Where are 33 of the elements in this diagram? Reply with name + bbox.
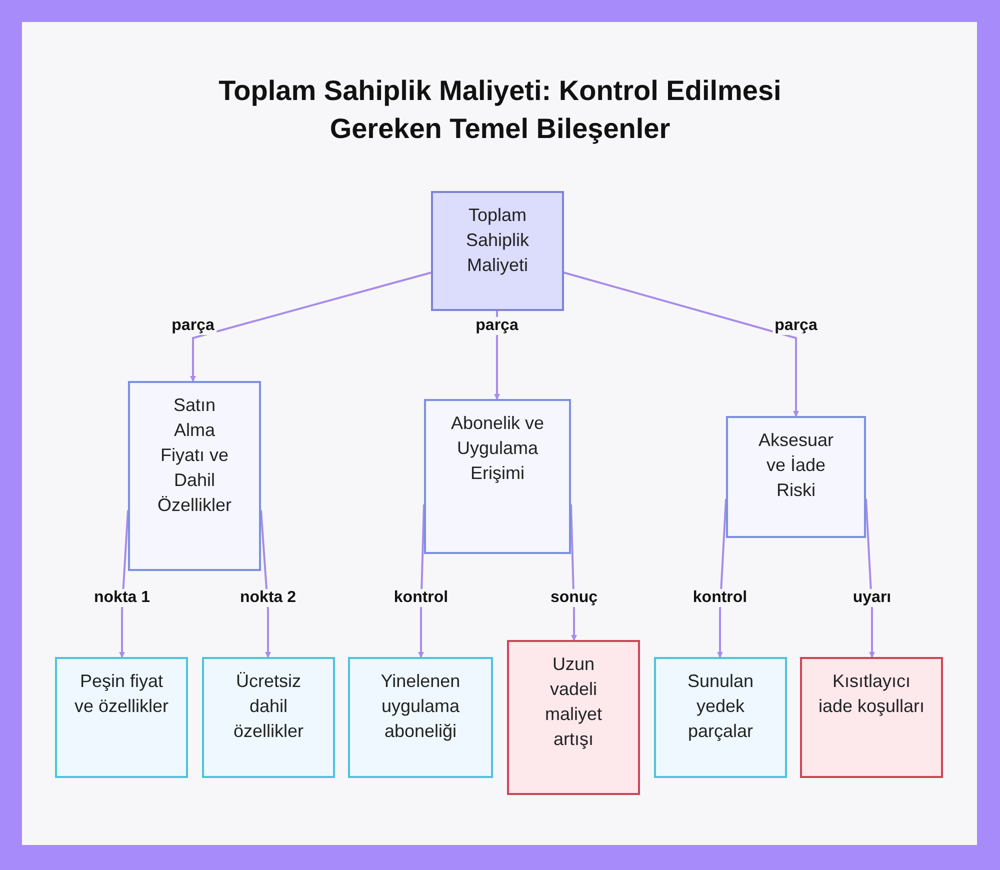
diagram-title: Toplam Sahiplik Maliyeti: Kontrol Edilmesi Gereken Temel Bileşenler [218, 74, 782, 146]
box-text: Satın Alma Fiyatı ve Dahil Özellikler [156, 394, 232, 517]
connector-arrow [260, 510, 271, 658]
box-text: Kısıtlayıcı iade koşulları [817, 670, 926, 718]
concept-box [202, 657, 335, 778]
box-text: Toplam Sahiplik Maliyeti [464, 204, 530, 277]
connector-arrow [717, 498, 727, 658]
box-text: Abonelik ve Uygulama Erişimi [450, 412, 545, 485]
edge-label: nokta 2 [238, 589, 298, 607]
concept-box [128, 381, 261, 571]
box-text: Uzun vadeli maliyet artışı [544, 653, 603, 751]
edge-label: parça [474, 317, 520, 335]
box-text: Aksesuar ve İade Riski [757, 429, 835, 502]
concept-box [348, 657, 493, 778]
box-text: Ücretsiz dahil özellikler [232, 670, 305, 743]
connector-arrow [190, 272, 432, 382]
box-text: Sunulan yedek parçalar [686, 670, 755, 743]
concept-box [726, 416, 866, 538]
concept-box [507, 640, 640, 795]
connector-arrow [570, 504, 577, 641]
concept-box [431, 191, 564, 311]
box-text: Yinelenen uygulama aboneliği [380, 670, 462, 743]
concept-box [55, 657, 188, 778]
edge-label: nokta 1 [92, 589, 152, 607]
box-text: Peşin fiyat ve özellikler [73, 670, 170, 718]
connector-arrow [418, 504, 425, 658]
connector-arrow [564, 272, 799, 417]
connector-arrow [865, 498, 875, 658]
connector-arrow [119, 510, 129, 658]
edge-label: sonuç [548, 589, 600, 607]
concept-box [654, 657, 787, 778]
concept-box [800, 657, 943, 778]
concept-box [424, 399, 571, 554]
